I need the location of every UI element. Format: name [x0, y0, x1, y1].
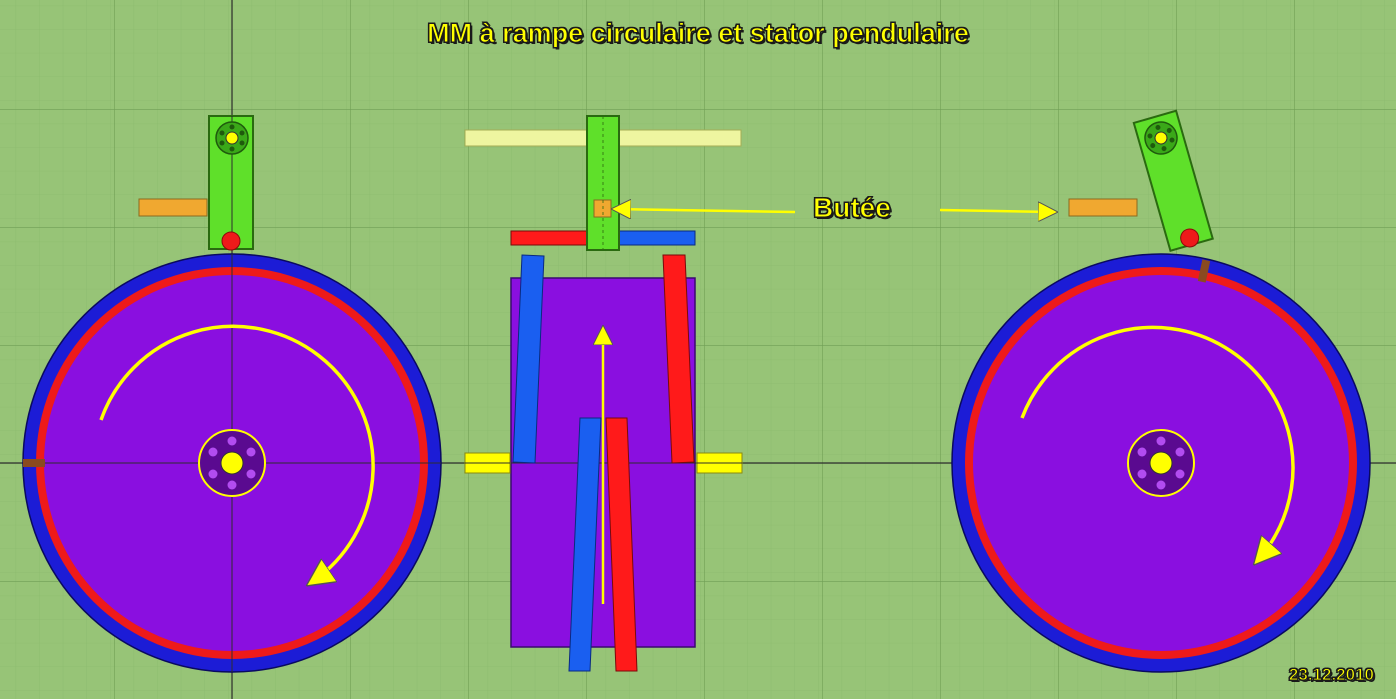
center-side-view: [464, 115, 743, 672]
right-rotor: [951, 253, 1371, 673]
curved-arrow-icon: [1020, 325, 1295, 560]
stator-arm-right: [1132, 109, 1214, 253]
roller-icon: [221, 231, 241, 251]
bearing-icon: [1144, 121, 1178, 155]
rotor-magnet-blue-upper: [512, 254, 545, 464]
stop-block-center: [593, 199, 612, 218]
rotor-magnet-red-lower: [605, 417, 638, 672]
roller-icon: [1180, 228, 1200, 248]
rotor-magnet-blue-lower: [568, 417, 602, 672]
stator-arm-left: [208, 115, 254, 251]
bearing-icon: [1127, 429, 1195, 497]
diagram-title: MM à rampe circulaire et stator pendulai…: [427, 18, 970, 49]
bearing-icon: [215, 121, 249, 155]
butee-arrow-right: [939, 210, 1053, 212]
stop-block-left: [138, 198, 208, 217]
rotor-magnet-red-upper: [662, 254, 695, 464]
curved-arrow-icon: [99, 324, 375, 582]
stator-magnet-blue: [617, 230, 696, 246]
ramp-mark-right: [1197, 259, 1211, 283]
butee-label: Butée: [813, 192, 892, 224]
bearing-icon: [198, 429, 266, 497]
stator-magnet-red: [510, 230, 589, 246]
date-label: 23.12.2010: [1288, 665, 1374, 685]
butee-arrow-left: [616, 209, 796, 212]
stop-block-right: [1068, 198, 1138, 217]
left-rotor: [22, 253, 442, 673]
ramp-mark-left: [23, 459, 45, 467]
